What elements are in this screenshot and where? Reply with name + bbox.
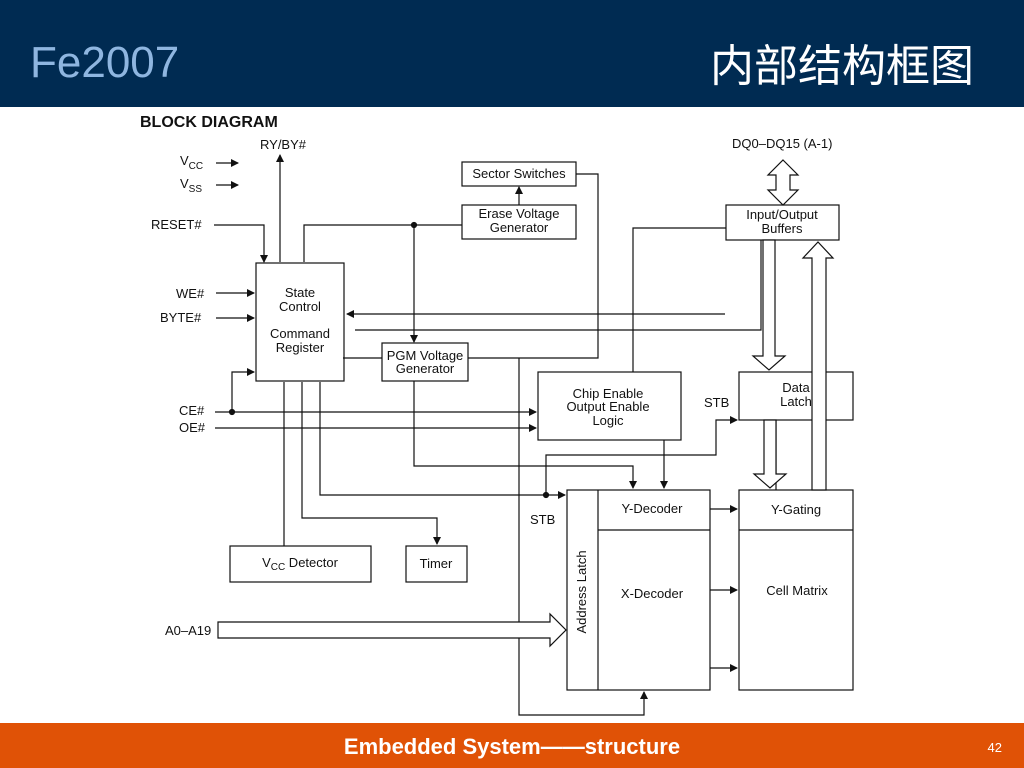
vcc-label: VCC xyxy=(180,153,203,172)
vcc-detector-block xyxy=(229,545,372,583)
state-label: State xyxy=(285,285,315,300)
page-number: 42 xyxy=(987,740,1002,755)
we-label: WE# xyxy=(176,286,205,301)
oe-label: OE# xyxy=(179,420,206,435)
x-decoder-label: X-Decoder xyxy=(621,586,684,601)
ygating-to-buffers-arrow xyxy=(801,241,835,491)
chip-enable-label-2: Output Enable xyxy=(566,399,649,414)
y-gating-label: Y-Gating xyxy=(771,502,821,517)
slide-footer: Embedded System——structure 42 xyxy=(0,723,1024,768)
vss-label: VSS xyxy=(180,176,202,195)
byte-label: BYTE# xyxy=(160,310,202,325)
erase-voltage-label-1: Erase Voltage xyxy=(479,206,560,221)
timer-block xyxy=(405,545,468,583)
timer-label: Timer xyxy=(420,556,453,571)
io-buffers-label-2: Buffers xyxy=(762,221,803,236)
state-control-block xyxy=(255,262,345,382)
reset-label: RESET# xyxy=(151,217,202,232)
chip-enable-block xyxy=(537,371,682,441)
data-latch-label-1: Data xyxy=(782,380,810,395)
address-bus-arrow xyxy=(217,612,567,648)
command-label: Command xyxy=(270,326,330,341)
dq-label: DQ0–DQ15 (A-1) xyxy=(732,136,832,151)
y-decoder-label: Y-Decoder xyxy=(622,501,684,516)
footer-title: Embedded System——structure xyxy=(343,734,681,759)
sector-switches-label: Sector Switches xyxy=(472,166,566,181)
vcc-detector-label: VCC Detector xyxy=(262,555,339,573)
erase-voltage-label-2: Generator xyxy=(490,220,549,235)
io-buffers-label-1: Input/Output xyxy=(746,207,818,222)
address-label: A0–A19 xyxy=(165,623,211,638)
buffers-to-latch-arrow xyxy=(751,239,787,371)
cell-matrix-label: Cell Matrix xyxy=(766,583,828,598)
cell-matrix-block xyxy=(738,489,854,691)
pgm-voltage-label-1: PGM Voltage xyxy=(387,348,464,363)
slide-header: Fe2007 内部结构框图 xyxy=(0,0,1024,107)
slide-brand-title: Fe2007 xyxy=(30,38,180,87)
dq-bidirectional-arrow xyxy=(766,159,800,206)
stb-upper-label: STB xyxy=(704,395,729,410)
diagram-heading: BLOCK DIAGRAM xyxy=(140,114,278,131)
pgm-voltage-block xyxy=(381,342,469,382)
stb-lower-label: STB xyxy=(530,512,555,527)
register-label: Register xyxy=(276,340,325,355)
chip-enable-label-1: Chip Enable xyxy=(573,386,644,401)
address-latch-label: Address Latch xyxy=(574,550,589,633)
slide-title: 内部结构框图 xyxy=(710,41,974,92)
ce-label: CE# xyxy=(179,403,205,418)
ry-by-label: RY/BY# xyxy=(260,137,307,152)
pgm-voltage-label-2: Generator xyxy=(396,361,455,376)
control-label: Control xyxy=(279,299,321,314)
latch-to-ygating-arrow xyxy=(752,419,788,489)
data-latch-label-2: Latch xyxy=(780,394,812,409)
chip-enable-label-3: Logic xyxy=(592,413,624,428)
data-latch-block xyxy=(738,371,854,421)
